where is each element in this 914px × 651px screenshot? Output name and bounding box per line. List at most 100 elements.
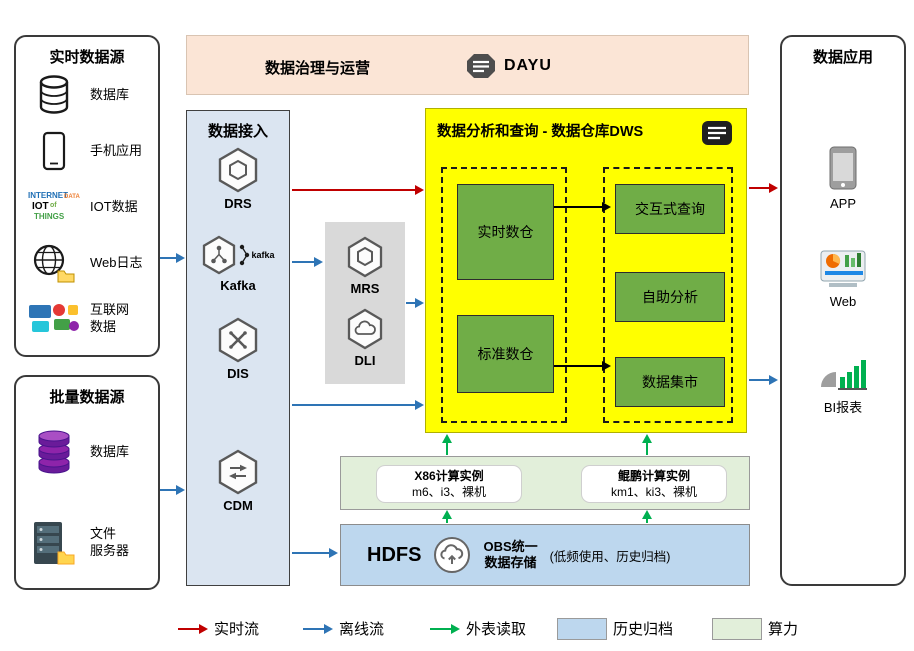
dayu-logo: DAYU [465, 52, 552, 80]
services-group: 交互式查询 自助分析 数据集市 [603, 167, 733, 423]
dws-title: 数据分析和查询 - 数据仓库DWS [437, 124, 644, 140]
realtime-sources-panel: 实时数据源 数据库 手机应用 [14, 35, 160, 357]
dws-service-label: 自助分析 [642, 289, 698, 305]
service-label: DIS [227, 366, 249, 381]
app-item-app: APP [782, 145, 904, 213]
source-item-iot: INTERNET IOT of THINGS DATA IOT数据 [16, 179, 158, 235]
arrow-kafka-to-mrs [292, 257, 323, 267]
source-item-label: Web日志 [90, 254, 143, 270]
source-item-batch-database: 数据库 [16, 407, 158, 497]
obs-cloud-icon [434, 537, 471, 573]
ingestion-panel: 数据接入 DRS [186, 110, 290, 586]
legend-archive-swatch-icon [557, 618, 607, 640]
service-self-analysis: 自助分析 [615, 272, 725, 322]
iot-wordcloud-icon: INTERNET IOT of THINGS DATA [28, 191, 80, 221]
arrow-cdm-to-hdfs [292, 548, 338, 558]
cdm-hexagon-icon [218, 449, 258, 495]
dis-hexagon-icon [218, 317, 258, 363]
legend-label-realtime: 实时流 [214, 621, 260, 638]
obs-label-line1: OBS统一 [483, 538, 538, 554]
source-item-label: 数据库 [90, 86, 130, 102]
service-label: MRS [350, 281, 380, 296]
file-server-icon [24, 520, 84, 566]
legend-compute-swatch-icon [712, 618, 762, 640]
source-item-label: 手机应用 [90, 142, 143, 158]
dws-block: 数据分析和查询 - 数据仓库DWS 实时数仓 标准数仓 交互式查询 自助分析 [425, 108, 747, 433]
hdfs-obs-box: HDFS OBS统一 数据存储 (低频使用、历史归档) [340, 524, 750, 586]
app-item-label: APP [829, 196, 856, 211]
applications-title: 数据应用 [812, 49, 873, 66]
compute-instance-detail: km1、ki3、裸机 [610, 485, 697, 499]
dli-hexagon-icon [347, 308, 383, 350]
warehouse-standard: 标准数仓 [457, 315, 554, 393]
warehouse-realtime: 实时数仓 [457, 184, 554, 280]
governance-title: 数据治理与运营 [265, 60, 371, 77]
source-item-label: 数据库 [90, 443, 130, 459]
service-kafka: kafka Kafka [187, 235, 289, 293]
app-item-label: Web [829, 294, 857, 309]
arrow-sources-to-ingest [160, 253, 185, 263]
service-label: DRS [224, 196, 252, 211]
obs-note: (低频使用、历史归档) [549, 549, 671, 564]
app-item-label: BI报表 [823, 400, 863, 415]
arrow-ingest-to-dws-realtime [292, 185, 424, 195]
obs-label-line2: 数据存储 [484, 555, 537, 570]
arrow-standard-to-mart [554, 361, 611, 371]
kafka-wordmark: kafka [251, 250, 275, 260]
compute-instance-detail: m6、i3、裸机 [411, 485, 486, 499]
arrow-hdfs-to-compute-left [442, 510, 452, 523]
compute-box: X86计算实例 m6、i3、裸机 鲲鹏计算实例 km1、ki3、裸机 [340, 456, 750, 510]
compute-instance-name: 鲲鹏计算实例 [617, 468, 690, 483]
ingestion-title: 数据接入 [207, 123, 268, 140]
kafka-logo-icon [240, 244, 250, 266]
legend: 实时流 离线流 外表读取 历史归档 算力 [0, 615, 914, 649]
batch-sources-panel: 批量数据源 数据库 [14, 375, 160, 590]
legend-label-compute: 算力 [768, 621, 799, 638]
drs-hexagon-icon [218, 147, 258, 193]
batch-sources-title: 批量数据源 [49, 389, 125, 406]
legend-label-archive: 历史归档 [613, 621, 674, 638]
applications-panel: 数据应用 APP Web [780, 35, 906, 586]
arrow-hdfs-to-compute-right [642, 510, 652, 523]
app-item-web: Web [782, 249, 904, 311]
dayu-icon [467, 54, 495, 78]
legend-realtime-arrow-icon [178, 624, 208, 634]
service-label: Kafka [220, 278, 256, 293]
bi-report-icon [821, 360, 867, 390]
realtime-sources-title: 实时数据源 [49, 49, 125, 66]
app-item-bi: BI报表 [782, 355, 904, 417]
internet-data-icon [24, 302, 84, 336]
mrs-hexagon-icon [347, 236, 383, 278]
arrow-compute-to-dws-right [642, 434, 652, 455]
compute-instance-x86: X86计算实例 m6、i3、裸机 [376, 465, 522, 503]
service-label: DLI [354, 353, 376, 368]
governance-banner: 数据治理与运营 DAYU [186, 35, 749, 95]
service-cdm: CDM [187, 449, 289, 513]
web-globe-icon [24, 243, 84, 283]
database-icon [24, 74, 84, 116]
legend-external-arrow-icon [430, 624, 460, 634]
source-item-file-server: 文件 服务器 [16, 497, 158, 589]
source-item-database: 数据库 [16, 67, 158, 123]
service-interactive-query: 交互式查询 [615, 184, 725, 234]
dws-service-label: 交互式查询 [635, 201, 705, 217]
processing-panel: MRS DLI [325, 222, 405, 384]
legend-label-external: 外表读取 [466, 621, 527, 638]
dayu-logo-text: DAYU [504, 57, 552, 74]
arrow-dis-to-dws [292, 400, 424, 410]
service-mrs: MRS [325, 236, 405, 296]
legend-label-offline: 离线流 [339, 621, 385, 638]
compute-instance-kunpeng: 鲲鹏计算实例 km1、ki3、裸机 [581, 465, 727, 503]
service-drs: DRS [187, 147, 289, 211]
obs-label: OBS统一 数据存储 [483, 539, 537, 572]
source-item-label: 文件 服务器 [90, 526, 130, 558]
service-dis: DIS [187, 317, 289, 381]
phone-icon [24, 131, 84, 171]
service-data-mart: 数据集市 [615, 357, 725, 407]
arrow-dws-to-app-realtime [749, 183, 778, 193]
arrow-compute-to-dws-left [442, 434, 452, 455]
dws-icon [702, 121, 732, 145]
source-item-label: 互联网 数据 [90, 302, 130, 334]
purple-database-stack-icon [24, 429, 84, 475]
